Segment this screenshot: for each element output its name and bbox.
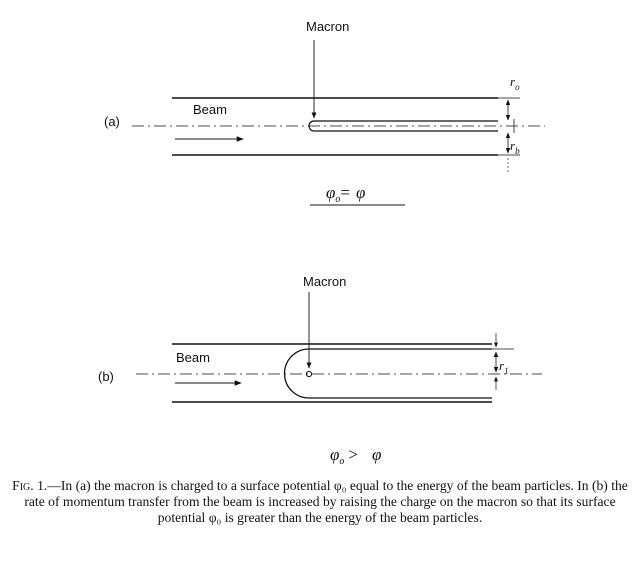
equation-a-lhs-sub: o [335, 194, 340, 205]
panel-b-label: (b) [98, 369, 114, 384]
rb-sub: b [515, 146, 520, 156]
r1-label: r1 [499, 358, 509, 376]
equation-a-rhs: φ [356, 183, 365, 202]
equation-b-lhs: φ [330, 445, 339, 464]
beam-a-label: Beam [193, 102, 227, 117]
figure-diagram: (a) Beam Macron ro rb φo=φ (b) Beam Macr… [98, 19, 545, 467]
equation-b-op: > [348, 445, 358, 464]
r0-label: ro [510, 74, 520, 92]
caption-prefix: Fig. 1. [12, 478, 48, 493]
equation-a: φo=φ [326, 183, 365, 205]
r1-main: r [499, 358, 505, 373]
wake-b-front [283, 348, 310, 399]
panel-b [136, 292, 542, 403]
r0-sub: o [515, 82, 520, 92]
figure-caption: Fig. 1.—In (a) the macron is charged to … [10, 478, 630, 526]
macron-b-label: Macron [303, 274, 346, 289]
equation-a-op: = [340, 183, 350, 202]
wake-a-front [308, 120, 315, 132]
r1-sub: 1 [504, 366, 509, 376]
panel-a [132, 40, 545, 206]
equation-b-lhs-sub: o [339, 456, 344, 467]
caption-text: In (a) the macron is charged to a surfac… [24, 478, 628, 525]
caption-dash: — [47, 478, 61, 493]
beam-b-label: Beam [176, 350, 210, 365]
r0-main: r [510, 74, 516, 89]
equation-b: φo>φ [330, 445, 381, 467]
macron-a-label: Macron [306, 19, 349, 34]
panel-a-label: (a) [104, 114, 120, 129]
equation-b-rhs: φ [372, 445, 381, 464]
macron-b [305, 370, 313, 378]
rb-label: rb [510, 138, 520, 156]
rb-main: r [510, 138, 516, 153]
equation-a-lhs: φ [326, 183, 335, 202]
